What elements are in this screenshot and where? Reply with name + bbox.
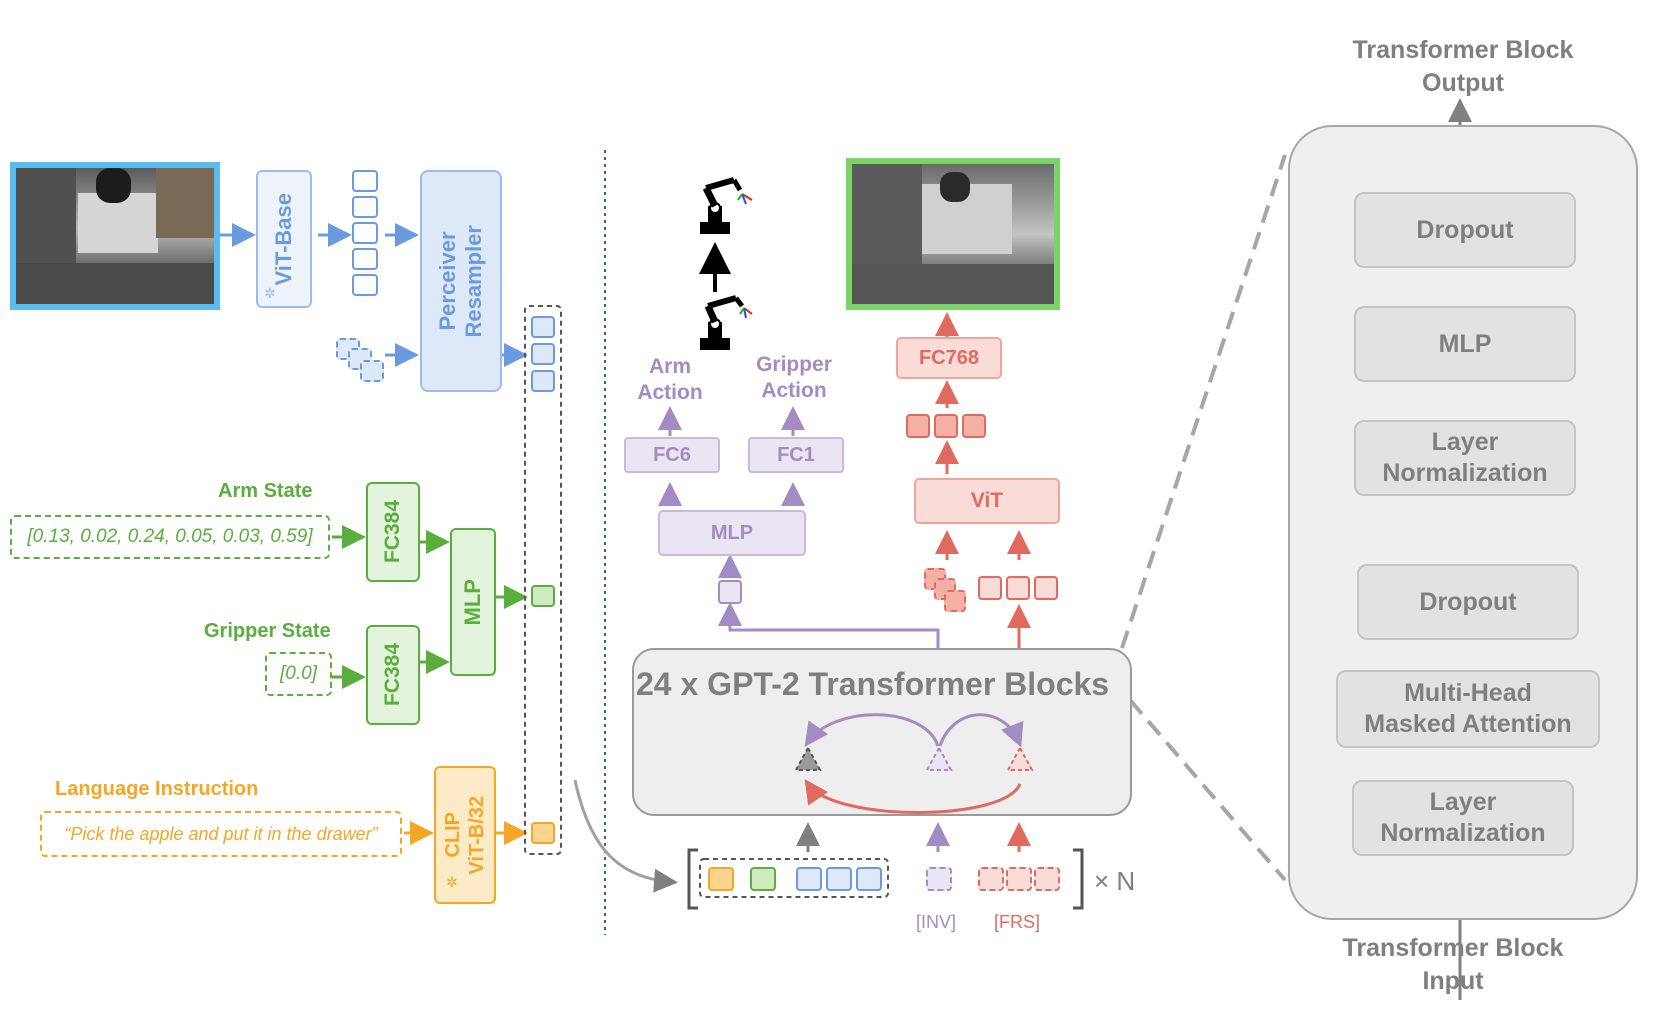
- fc1-block: FC1: [748, 437, 844, 473]
- image-token: [856, 867, 882, 891]
- image-token: [531, 316, 555, 338]
- image-token: [531, 343, 555, 365]
- masked-attention-block: Multi-Head Masked Attention: [1336, 670, 1600, 748]
- frs-token: [1006, 867, 1032, 891]
- vision-token: [352, 222, 378, 244]
- gpt2-transformer-blocks: 24 x GPT-2 Transformer Blocks: [632, 648, 1132, 816]
- language-token: [708, 867, 734, 891]
- predicted-frame-image: [846, 158, 1060, 310]
- block-input-title: Transformer Block Input: [1342, 934, 1564, 995]
- image-token: [531, 370, 555, 392]
- action-mlp-block: MLP: [658, 510, 806, 556]
- dropout-bottom-block: Dropout: [1357, 564, 1579, 640]
- observation-image: [10, 162, 220, 310]
- frozen-icon: ✲: [446, 874, 458, 890]
- block-output-title: Transformer Block Output: [1352, 36, 1574, 97]
- frs-token: [1034, 867, 1060, 891]
- robot-arm-icon: [700, 295, 753, 350]
- robot-arm-icon: [700, 177, 753, 234]
- dropout-top-block: Dropout: [1354, 192, 1576, 268]
- attention-arrows: [794, 713, 1034, 814]
- patch-token: [934, 414, 958, 438]
- language-instruction-label: Language Instruction: [55, 778, 259, 800]
- vit-base-block: ViT-Base ✲: [256, 170, 312, 308]
- frozen-icon: ✲: [264, 285, 276, 301]
- times-n-label: × N: [1094, 866, 1136, 896]
- layer-norm-top-block: Layer Normalization: [1354, 420, 1576, 496]
- layer-norm-bottom-block: Layer Normalization: [1352, 780, 1574, 856]
- gripper-state-value: [0.0]: [265, 652, 332, 696]
- gripper-state-label: Gripper State: [204, 620, 331, 642]
- vision-token: [352, 248, 378, 270]
- frs-label: [FRS]: [994, 912, 1041, 932]
- vision-token: [352, 196, 378, 218]
- image-token: [826, 867, 852, 891]
- arm-state-value: [0.13, 0.02, 0.24, 0.05, 0.03, 0.59]: [10, 515, 330, 559]
- future-vit-block: ViT: [914, 478, 1060, 524]
- query-token: [360, 360, 384, 382]
- inv-label: [INV]: [916, 912, 957, 932]
- fc6-block: FC6: [624, 437, 720, 473]
- frs-output-token: [978, 576, 1002, 600]
- state-token: [750, 867, 776, 891]
- image-token: [796, 867, 822, 891]
- frs-query-token: [944, 590, 966, 612]
- inv-output-token: [718, 580, 742, 604]
- vision-token: [352, 274, 378, 296]
- arm-action-label: Arm Action: [637, 355, 703, 404]
- language-instruction-value: “Pick the apple and put it in the drawer…: [40, 811, 402, 857]
- state-token: [531, 585, 555, 607]
- state-mlp-block: MLP: [450, 528, 496, 676]
- perceiver-resampler-block: Perceiver Resampler: [420, 170, 502, 392]
- gripper-action-label: Gripper Action: [756, 353, 832, 402]
- fc768-block: FC768: [896, 337, 1002, 379]
- clip-vit-b32-block: CLIP ViT-B/32 ✲: [434, 766, 496, 904]
- patch-token: [906, 414, 930, 438]
- frs-output-token: [1034, 576, 1058, 600]
- vision-token: [352, 170, 378, 192]
- arm-state-label: Arm State: [218, 480, 313, 502]
- language-token: [531, 822, 555, 844]
- gpt-title: 24 x GPT-2 Transformer Blocks: [636, 666, 1110, 702]
- fc384-arm-block: FC384: [366, 482, 420, 582]
- frs-output-token: [1006, 576, 1030, 600]
- fc384-gripper-block: FC384: [366, 625, 420, 725]
- mlp-block: MLP: [1354, 306, 1576, 382]
- patch-token: [962, 414, 986, 438]
- inv-token: [926, 867, 952, 891]
- frs-token: [978, 867, 1004, 891]
